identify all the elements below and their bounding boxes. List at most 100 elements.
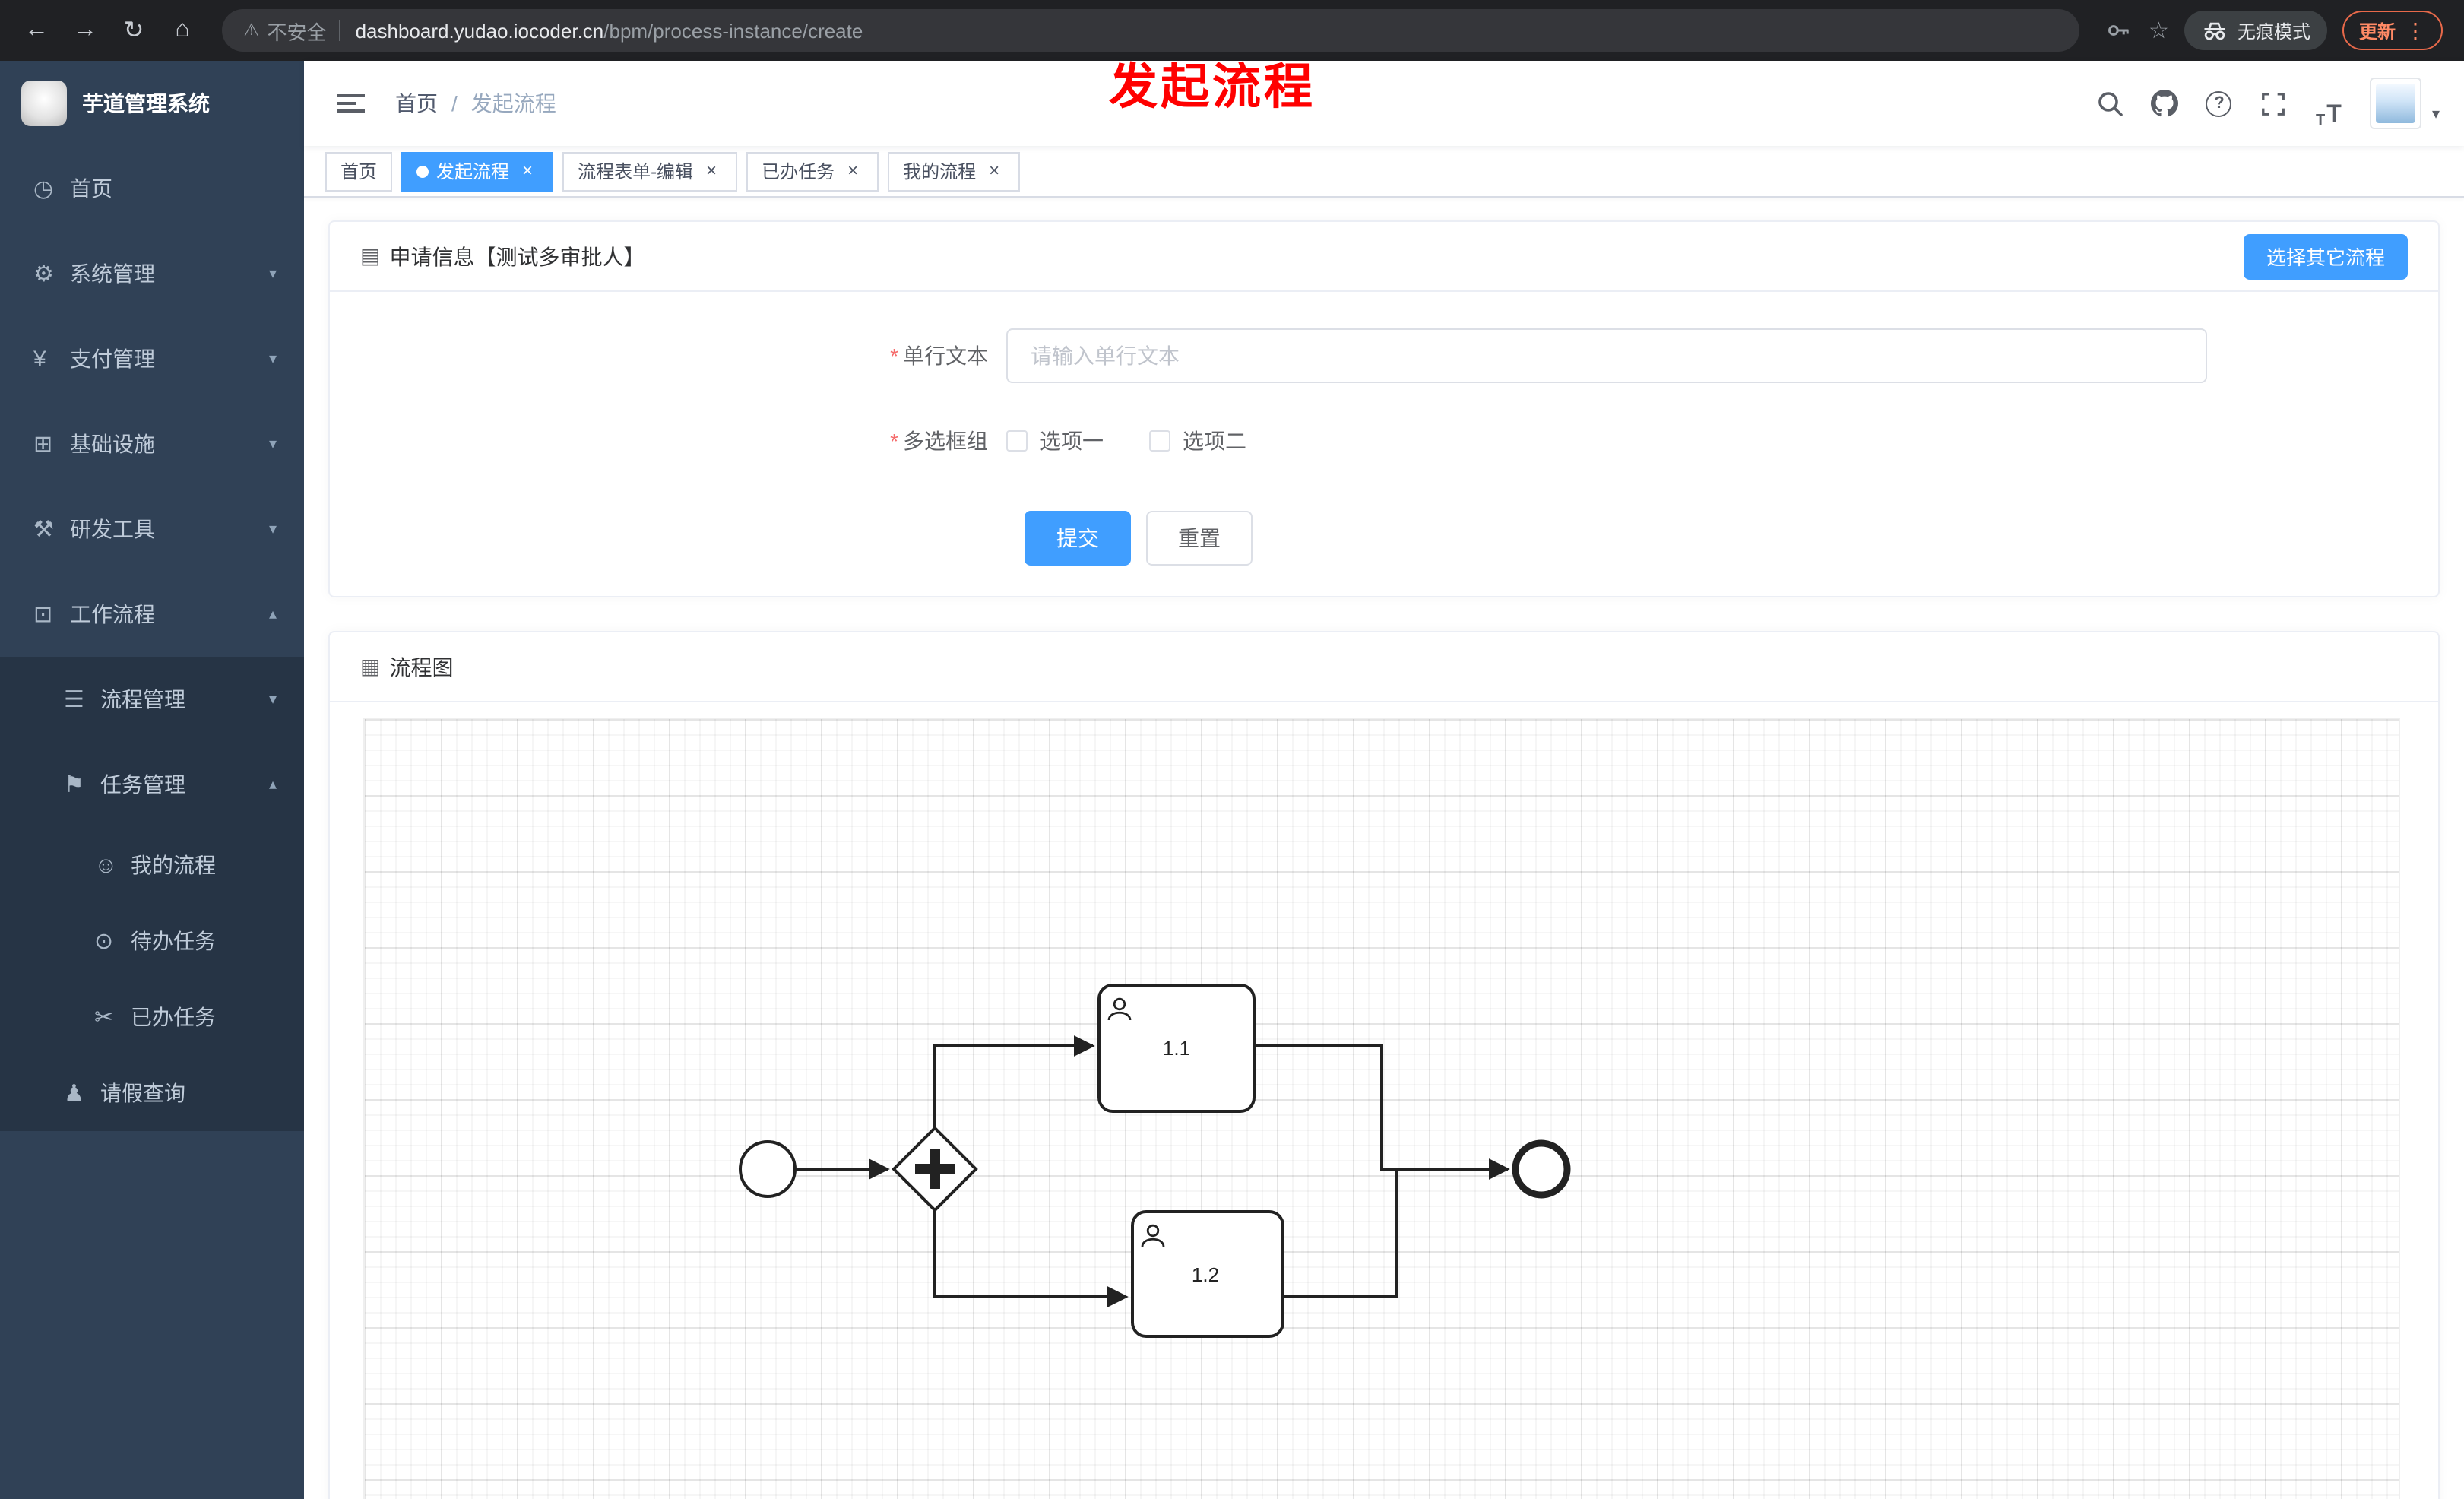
avatar-caret-icon[interactable]: ▾	[2431, 106, 2440, 122]
tab-home[interactable]: 首页	[325, 151, 393, 191]
checkbox-option-1[interactable]: 选项一	[1006, 426, 1104, 456]
sidebar-item-label: 基础设施	[70, 432, 155, 456]
tab-done-tasks[interactable]: 已办任务 ×	[746, 151, 879, 191]
sidebar-toggle-icon[interactable]	[328, 81, 374, 126]
page-content: ▤ 申请信息【测试多审批人】 选择其它流程 *单行文本 *多选框组	[304, 198, 2464, 1499]
workflow-icon: ⊡	[33, 602, 53, 628]
tools-icon: ⚒	[33, 517, 54, 543]
chevron-down-icon: ▾	[268, 436, 277, 452]
logo-avatar	[21, 81, 67, 126]
task-label: 1.2	[1192, 1263, 1219, 1286]
tab-process-form-edit[interactable]: 流程表单-编辑 ×	[562, 151, 738, 191]
sidebar-item-payment-mgmt[interactable]: ¥ 支付管理 ▾	[0, 316, 304, 401]
sidebar-item-process-mgmt[interactable]: ☰ 流程管理 ▾	[0, 657, 304, 742]
browser-forward-icon[interactable]: →	[73, 17, 97, 43]
diagram-header: ▦ 流程图	[330, 632, 2438, 702]
update-label: 更新	[2358, 21, 2396, 42]
browser-update-button[interactable]: 更新 ⋮	[2342, 11, 2443, 50]
sidebar-item-leave-query[interactable]: ♟ 请假查询	[0, 1055, 304, 1131]
close-icon[interactable]: ×	[706, 159, 717, 180]
checkbox-field-row: *多选框组 选项一 选项二	[360, 426, 2408, 456]
security-label[interactable]: 不安全	[267, 21, 327, 43]
address-bar[interactable]: ⚠ 不安全 dashboard.yudao.iocoder.cn/bpm/pro…	[222, 9, 2079, 52]
close-icon[interactable]: ×	[522, 159, 534, 180]
process-diagram-card: ▦ 流程图	[328, 631, 2440, 1499]
checkbox-box[interactable]	[1149, 430, 1170, 452]
sidebar-item-label: 工作流程	[70, 602, 155, 626]
gear-icon: ⚙	[33, 261, 54, 287]
browser-menu-icon[interactable]: ⋮	[2405, 17, 2426, 42]
flow-task1-merge	[1254, 1044, 1397, 1171]
search-icon[interactable]	[2084, 78, 2136, 129]
sidebar-item-home[interactable]: ◷ 首页	[0, 146, 304, 231]
browser-home-icon[interactable]: ⌂	[175, 17, 190, 43]
diagram-title: 流程图	[389, 654, 454, 679]
end-event-node[interactable]	[1512, 1139, 1571, 1199]
browser-reload-icon[interactable]: ↻	[123, 18, 144, 44]
reset-button[interactable]: 重置	[1146, 511, 1253, 566]
sidebar-item-dev-tools[interactable]: ⚒ 研发工具 ▾	[0, 486, 304, 572]
chevron-down-icon: ▾	[268, 265, 277, 282]
sidebar-item-task-mgmt[interactable]: ⚑ 任务管理 ▴	[0, 742, 304, 827]
browser-back-icon[interactable]: ←	[24, 17, 49, 43]
main-area: 首页 / 发起流程 ?	[304, 61, 2464, 1499]
checkbox-field-label: *多选框组	[839, 426, 1006, 456]
bookmark-star-icon[interactable]: ☆	[2149, 18, 2169, 44]
fullscreen-icon[interactable]	[2248, 78, 2300, 129]
user-avatar[interactable]	[2369, 78, 2421, 129]
close-icon[interactable]: ×	[847, 159, 859, 180]
chevron-down-icon: ▾	[268, 350, 277, 367]
diagram-icon: ▦	[360, 654, 381, 678]
sidebar-menu: ◷ 首页 ⚙ 系统管理 ▾ ¥ 支付管理 ▾ ⊞ 基础设施 ▾	[0, 146, 304, 1131]
sidebar-item-my-process[interactable]: ☺ 我的流程	[0, 827, 304, 903]
sidebar-item-done-tasks[interactable]: ✂ 已办任务	[0, 979, 304, 1055]
my-process-icon: ☺	[94, 852, 118, 878]
user-task-icon	[1107, 997, 1132, 1021]
required-mark: *	[890, 344, 898, 368]
parallel-gateway-node[interactable]	[892, 1126, 978, 1212]
tab-label: 流程表单-编辑	[578, 161, 694, 182]
submit-button[interactable]: 提交	[1025, 511, 1131, 566]
yen-icon: ¥	[33, 346, 46, 372]
flag-icon: ⚑	[64, 772, 84, 798]
task-label: 1.1	[1163, 1037, 1190, 1060]
user-task-icon	[1141, 1224, 1165, 1247]
user-task-1-2-node[interactable]: 1.2	[1131, 1210, 1284, 1338]
sidebar-item-todo-tasks[interactable]: ⊙ 待办任务	[0, 903, 304, 979]
close-icon[interactable]: ×	[989, 159, 1000, 180]
tab-my-process[interactable]: 我的流程 ×	[888, 151, 1021, 191]
sidebar-item-label: 支付管理	[70, 347, 155, 371]
chevron-up-icon: ▴	[268, 606, 277, 623]
help-icon[interactable]: ?	[2193, 78, 2245, 129]
sidebar-item-label: 首页	[70, 176, 112, 201]
checkbox-option-2[interactable]: 选项二	[1149, 426, 1246, 456]
checkbox-group: 选项一 选项二	[1006, 426, 1246, 456]
single-line-text-input[interactable]	[1006, 328, 2207, 383]
label-text: 多选框组	[903, 429, 988, 453]
github-icon[interactable]	[2139, 78, 2190, 129]
key-icon[interactable]	[2103, 15, 2133, 46]
avatar-image	[2375, 84, 2415, 123]
address-divider	[338, 20, 340, 41]
sidebar-item-system-mgmt[interactable]: ⚙ 系统管理 ▾	[0, 231, 304, 316]
user-task-1-1-node[interactable]: 1.1	[1097, 984, 1256, 1113]
sidebar-item-workflow[interactable]: ⊡ 工作流程 ▴	[0, 572, 304, 657]
sidebar-logo[interactable]: 芋道管理系统	[0, 61, 304, 146]
url-text[interactable]: dashboard.yudao.iocoder.cn/bpm/process-i…	[356, 19, 863, 42]
breadcrumb-home[interactable]: 首页	[395, 91, 438, 116]
eye-icon: ⊙	[94, 929, 114, 955]
checkbox-box[interactable]	[1006, 430, 1028, 452]
breadcrumb: 首页 / 发起流程	[395, 88, 556, 119]
sidebar-item-label: 流程管理	[100, 687, 185, 711]
choose-other-process-button[interactable]: 选择其它流程	[2243, 233, 2408, 279]
tab-start-process[interactable]: 发起流程 ×	[401, 151, 554, 191]
apply-info-title: 申请信息【测试多审批人】	[389, 244, 645, 268]
infrastructure-icon: ⊞	[33, 432, 53, 458]
flow-gateway-to-task2	[933, 1210, 1129, 1307]
start-event-node[interactable]	[739, 1140, 797, 1198]
bpmn-canvas[interactable]: 1.1 1.2	[363, 718, 2400, 1499]
sidebar-item-infrastructure[interactable]: ⊞ 基础设施 ▾	[0, 401, 304, 486]
